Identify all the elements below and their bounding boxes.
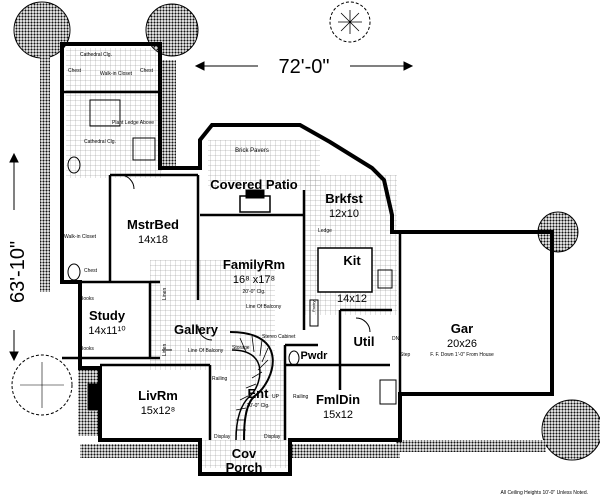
label-chest-2: Chest xyxy=(140,68,154,74)
label-railing-1: Railing xyxy=(212,376,228,382)
porch-tile xyxy=(200,440,290,468)
label-walkin-closet-left: Walk-in Closet xyxy=(64,234,97,240)
label-chest-1: Chest xyxy=(68,68,82,74)
tree-bottom-right xyxy=(541,399,600,461)
label-dn: DN xyxy=(392,336,400,342)
room-name-fmldin: FmlDin xyxy=(316,392,360,407)
hedge-bottom-middle xyxy=(290,444,400,458)
label-brick-pavers: Brick Pavers xyxy=(235,148,269,154)
width-arrow-left xyxy=(194,61,205,71)
hedge-left xyxy=(40,52,50,292)
depth-arrow-top xyxy=(9,152,19,163)
hedge-bottom-right xyxy=(396,440,546,452)
gallery-door-swing xyxy=(197,325,213,341)
depth-dimension: 63'-10" xyxy=(7,241,29,303)
room-size-gar: 20x26 xyxy=(447,338,477,350)
room-name-study: Study xyxy=(89,308,126,323)
labels: 72'-0" 63'-10" Covered Patio Brick Paver… xyxy=(7,52,588,496)
label-books-1: Books xyxy=(80,296,94,302)
tree-top-right-branches xyxy=(338,10,362,34)
room-name-livrm: LivRm xyxy=(138,388,178,403)
hedge-bottom-left xyxy=(80,444,200,458)
fireplace-hearth xyxy=(245,189,265,199)
label-stereo: Stereo Cabinet xyxy=(262,334,296,340)
stair-outer xyxy=(229,331,274,441)
label-display-2: Display xyxy=(264,434,281,440)
chest-stool xyxy=(67,263,81,281)
label-ledge: Ledge xyxy=(318,228,332,234)
depth-arrow-bottom xyxy=(9,351,19,362)
label-linen-2: Linen xyxy=(162,344,168,356)
room-name-patio: Covered Patio xyxy=(210,177,297,192)
room-name-ent: Ent xyxy=(248,386,270,401)
label-cathedral-bath: Cathedral Clg. xyxy=(84,139,116,145)
util-door-swing xyxy=(355,317,371,333)
label-clg-family: 20'-0" Clg. xyxy=(242,289,265,295)
label-step: Step xyxy=(400,352,411,358)
hedge-top xyxy=(160,60,176,170)
pantry-shelf xyxy=(309,299,319,327)
label-up: UP xyxy=(272,394,280,400)
kitchen-island xyxy=(317,247,373,293)
room-size-study: 14x11¹⁰ xyxy=(88,325,126,337)
entry-tile xyxy=(230,360,285,442)
room-size-livrm: 15x12⁸ xyxy=(141,405,176,417)
tub xyxy=(89,99,121,127)
refrigerator xyxy=(377,269,393,289)
util-washer xyxy=(379,379,397,405)
label-gar-note: F. F. Down 1'-0" From House xyxy=(430,352,494,358)
mstr-door-swing xyxy=(119,174,135,190)
room-name-pwdr: Pwdr xyxy=(301,350,329,362)
tree-bottom-left-branches xyxy=(20,362,64,408)
room-name-mstrbed: MstrBed xyxy=(127,217,179,232)
label-walkin-closet-top: Walk-in Closet xyxy=(100,71,133,77)
room-size-familyrm: 16⁸ x17⁸ xyxy=(233,274,275,286)
width-dimension: 72'-0" xyxy=(279,56,330,78)
patio-pavers xyxy=(208,140,320,190)
label-storage: Storage xyxy=(232,345,250,351)
exterior-walls xyxy=(60,42,554,476)
fixtures xyxy=(67,99,397,441)
label-chest-3: Chest xyxy=(84,268,98,274)
width-arrow-right xyxy=(403,61,414,71)
label-display-1: Display xyxy=(214,434,231,440)
label-linen-1: Linen xyxy=(162,288,168,300)
stair-inner xyxy=(231,349,261,441)
label-pantry: Pantry xyxy=(311,300,316,312)
label-railing-2: Railing xyxy=(293,394,309,400)
room-name-familyrm: FamilyRm xyxy=(223,257,285,272)
room-name-gar: Gar xyxy=(451,321,473,336)
room-name-gallery: Gallery xyxy=(174,322,219,337)
label-plant-ledge: Plant Ledge Above xyxy=(112,120,154,126)
room-size-brkfst: 12x10 xyxy=(329,208,359,220)
room-name-util: Util xyxy=(354,334,375,349)
label-books-2: Books xyxy=(80,346,94,352)
interior-walls xyxy=(62,90,402,440)
room-name-porch: Porch xyxy=(226,460,263,475)
room-name-kit: Kit xyxy=(343,253,361,268)
label-clg-ent: 20'-0" Clg. xyxy=(246,403,269,409)
label-line-balcony-1: Line Of Balcony xyxy=(246,304,282,310)
landscaping xyxy=(11,1,600,461)
room-size-fmldin: 15x12 xyxy=(323,409,353,421)
fireplace-livrm xyxy=(87,383,99,411)
toilet-pwdr xyxy=(288,350,300,366)
shower xyxy=(132,137,156,161)
label-line-balcony-2: Line Of Balcony xyxy=(188,348,224,354)
house-outline xyxy=(60,42,554,476)
room-name-cov: Cov xyxy=(232,446,257,461)
room-name-brkfst: Brkfst xyxy=(325,191,363,206)
dimension-lines xyxy=(9,61,414,362)
toilet-master xyxy=(67,156,81,174)
label-cathedral-top: Cathedral Clg. xyxy=(80,52,112,58)
room-size-kit: 14x12 xyxy=(337,293,367,305)
room-size-mstrbed: 14x18 xyxy=(138,234,168,246)
ceiling-note: All Ceiling Heights 10'-0" Unless Noted. xyxy=(501,490,589,496)
master-bath-tile xyxy=(66,48,162,178)
stair-treads xyxy=(235,335,269,431)
